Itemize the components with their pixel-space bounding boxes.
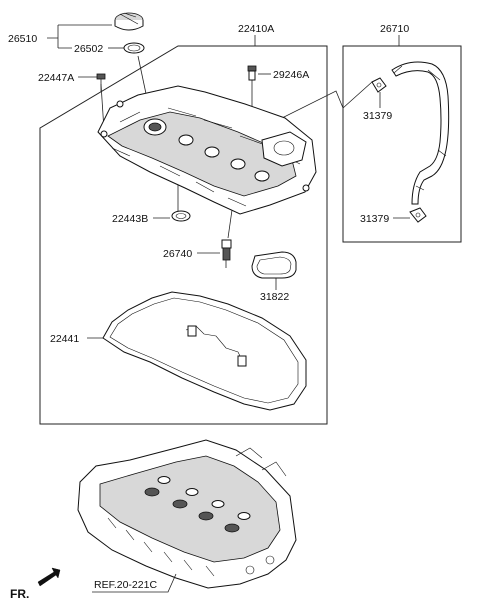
label-22447A: 22447A <box>38 72 74 84</box>
cap-seal-ring <box>123 42 145 54</box>
hose-clamp-bottom <box>409 207 427 223</box>
plug-tube-seal <box>171 210 191 222</box>
port-gasket <box>251 251 297 279</box>
front-arrow-icon <box>37 567 61 587</box>
cover-gasket <box>102 291 307 411</box>
label-31822: 31822 <box>260 291 289 303</box>
label-22443B: 22443B <box>112 213 148 225</box>
label-22441: 22441 <box>50 333 79 345</box>
hose-clamp-top <box>371 77 387 93</box>
front-label: FR. <box>10 587 29 601</box>
rocker-cover <box>97 85 317 215</box>
label-31379-top: 31379 <box>363 110 392 122</box>
label-22410A: 22410A <box>238 23 274 35</box>
label-26710: 26710 <box>380 23 409 35</box>
cylinder-head-reference <box>77 439 297 589</box>
label-26510: 26510 <box>8 33 37 45</box>
oil-pressure-sensor <box>221 239 232 268</box>
cover-assembly-box <box>39 45 328 425</box>
pcv-valve <box>247 65 257 81</box>
label-26502: 26502 <box>74 43 103 55</box>
front-marker: FR. <box>10 567 61 601</box>
hose-assembly-box <box>342 45 462 243</box>
label-26740: 26740 <box>163 248 192 260</box>
cover-bolt <box>96 73 106 92</box>
reference-label: REF.20-221C <box>94 579 157 591</box>
breather-hose <box>391 61 450 205</box>
oil-filler-cap <box>114 12 144 31</box>
label-31379-bottom: 31379 <box>360 213 389 225</box>
label-29246A: 29246A <box>273 69 309 81</box>
reference-callout: REF.20-221C <box>92 573 177 593</box>
